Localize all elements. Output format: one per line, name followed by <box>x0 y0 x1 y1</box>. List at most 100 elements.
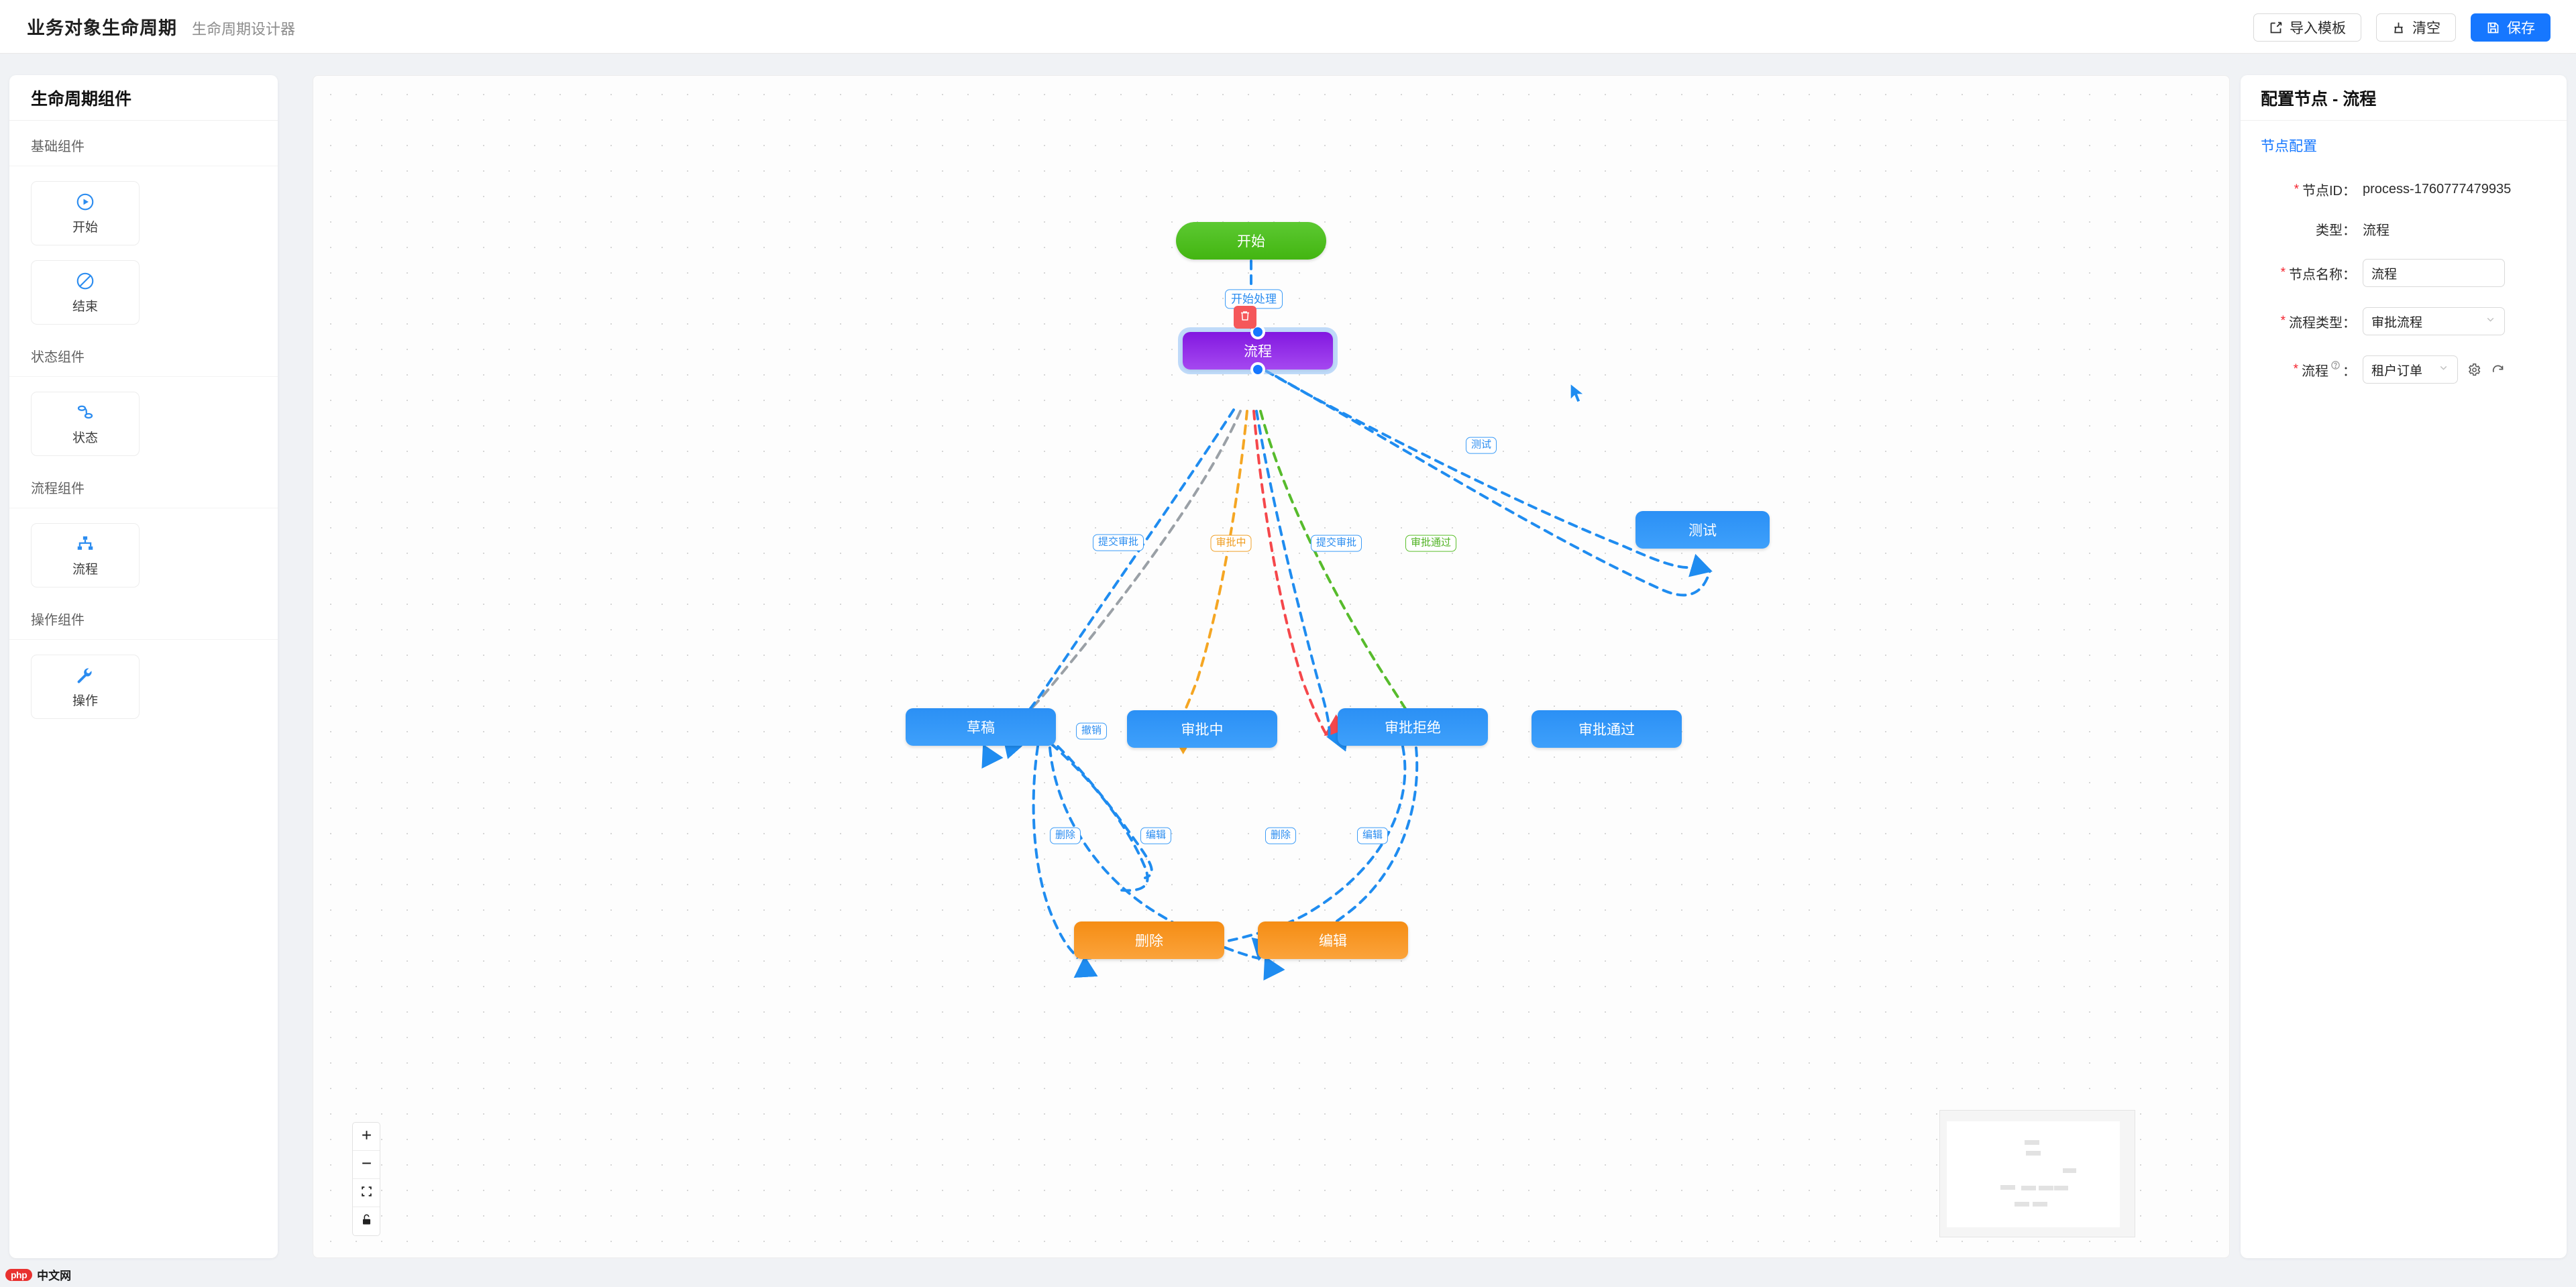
required-mark: * <box>2280 314 2286 328</box>
question-circle-icon[interactable] <box>2330 360 2341 370</box>
process-type-label-text: 流程类型： <box>2289 315 2356 331</box>
wrench-icon <box>75 665 95 685</box>
header-title-group: 业务对象生命周期 生命周期设计器 <box>27 13 295 40</box>
field-process: * 流程 ： 租户订单 <box>2241 355 2567 384</box>
flow-node-process[interactable]: 流程 <box>1178 325 1338 377</box>
process-type-value: 审批流程 <box>2371 315 2423 330</box>
plus-icon <box>360 1129 373 1145</box>
import-template-button[interactable]: 导入模板 <box>2253 13 2361 42</box>
sidebar-group-items-basic: 开始 结束 <box>9 166 278 331</box>
chevron-down-icon <box>2485 314 2496 329</box>
zoom-in-button[interactable] <box>353 1123 380 1151</box>
sidebar-group-title-action: 操作组件 <box>9 594 278 640</box>
node-anchor-top[interactable] <box>1250 325 1265 339</box>
field-node-name-label: * 节点名称： <box>2261 264 2363 283</box>
play-circle-icon <box>75 192 95 212</box>
field-node-name: * 节点名称： <box>2241 259 2567 287</box>
edge-label[interactable]: 提交审批 <box>1310 535 1362 552</box>
field-process-label: * 流程 ： <box>2261 360 2363 380</box>
palette-item-start-label: 开始 <box>72 220 98 235</box>
process-settings-button[interactable] <box>2467 363 2481 377</box>
flow-node-pass[interactable]: 审批通过 <box>1532 710 1682 748</box>
sidebar-group-title-state: 状态组件 <box>9 331 278 377</box>
process-type-select[interactable]: 审批流程 <box>2363 307 2505 335</box>
edge-label[interactable]: 开始处理 <box>1225 289 1283 309</box>
edge-label[interactable]: 编辑 <box>1356 827 1389 844</box>
minimap-node <box>2063 1168 2076 1173</box>
node-name-label-text: 节点名称： <box>2289 267 2356 282</box>
flow-node-start[interactable]: 开始 <box>1176 222 1326 260</box>
clear-label: 清空 <box>2412 21 2440 36</box>
clear-button[interactable]: 清空 <box>2376 13 2456 42</box>
minimap-node <box>2021 1186 2036 1190</box>
palette-item-state[interactable]: 状态 <box>31 392 140 456</box>
flow-node-pending[interactable]: 审批中 <box>1127 710 1277 748</box>
watermark-text: 中文网 <box>37 1270 72 1282</box>
node-name-input[interactable] <box>2363 259 2505 287</box>
import-template-label: 导入模板 <box>2290 21 2346 36</box>
save-icon <box>2486 21 2500 35</box>
required-mark: * <box>2280 266 2286 280</box>
edge-label[interactable]: 测试 <box>1465 437 1497 454</box>
minimap-node <box>2033 1202 2047 1207</box>
flow-node-reject[interactable]: 审批拒绝 <box>1338 708 1488 746</box>
header-actions: 导入模板 清空 保存 <box>2253 13 2551 42</box>
app-header: 业务对象生命周期 生命周期设计器 导入模板 清空 <box>0 0 2576 54</box>
palette-item-action[interactable]: 操作 <box>31 655 140 719</box>
field-node-id-label: * 节点ID： <box>2261 180 2363 199</box>
panel-title: 配置节点 - 流程 <box>2241 75 2567 121</box>
flow-node-label: 测试 <box>1688 523 1717 539</box>
edge-label[interactable]: 审批中 <box>1210 535 1252 552</box>
edge-label[interactable]: 删除 <box>1049 827 1081 844</box>
sidebar-group-items-action: 操作 <box>9 640 278 726</box>
minimap[interactable] <box>1939 1110 2135 1237</box>
flow-node-delete[interactable]: 删除 <box>1074 921 1224 959</box>
sitemap-icon <box>75 534 95 554</box>
minimap-node <box>2054 1186 2068 1190</box>
field-process-type-label: * 流程类型： <box>2261 312 2363 331</box>
node-id-label-text: 节点ID： <box>2302 184 2356 199</box>
zoom-out-button[interactable] <box>353 1151 380 1179</box>
edge-label[interactable]: 删除 <box>1265 827 1297 844</box>
palette-item-process[interactable]: 流程 <box>31 523 140 587</box>
palette-item-start[interactable]: 开始 <box>31 181 140 245</box>
sidebar-group-title-basic: 基础组件 <box>9 121 278 166</box>
edge-delete-button[interactable] <box>1234 306 1256 329</box>
minimap-node <box>2025 1140 2039 1145</box>
watermark: php 中文网 <box>5 1266 71 1283</box>
state-node-icon <box>75 402 95 423</box>
flow-node-label: 审批中 <box>1181 722 1224 738</box>
node-config-link[interactable]: 节点配置 <box>2261 139 2317 154</box>
flow-node-label: 审批通过 <box>1578 722 1635 738</box>
node-anchor-bot[interactable] <box>1250 362 1265 377</box>
edge-label[interactable]: 撤销 <box>1075 722 1108 740</box>
palette-item-process-label: 流程 <box>72 562 98 577</box>
lock-button[interactable] <box>353 1207 380 1235</box>
edge-label[interactable]: 提交审批 <box>1092 534 1144 551</box>
node-config-panel: 配置节点 - 流程 节点配置 * 节点ID： process-176077747… <box>2241 75 2567 1258</box>
fit-view-button[interactable] <box>353 1179 380 1207</box>
palette-item-state-label: 状态 <box>72 431 98 445</box>
flow-node-draft[interactable]: 草稿 <box>906 708 1056 746</box>
node-id-value: process-1760777479935 <box>2363 182 2512 197</box>
sidebar-group-items-state: 状态 <box>9 377 278 463</box>
palette-item-end[interactable]: 结束 <box>31 260 140 325</box>
flow-canvas[interactable]: 开始流程测试草稿审批中审批拒绝审批通过删除编辑 开始处理测试提交审批审批中提交审… <box>313 75 2230 1258</box>
process-select[interactable]: 租户订单 <box>2363 355 2458 384</box>
import-icon <box>2269 21 2283 35</box>
broom-icon <box>2392 21 2406 35</box>
sidebar-group-items-process: 流程 <box>9 508 278 594</box>
process-value: 租户订单 <box>2371 363 2423 378</box>
edge-label[interactable]: 审批通过 <box>1405 535 1457 552</box>
process-refresh-button[interactable] <box>2491 363 2505 377</box>
refresh-icon <box>2491 365 2505 380</box>
edge-label[interactable]: 编辑 <box>1140 827 1172 844</box>
flow-node-test[interactable]: 测试 <box>1635 511 1770 549</box>
node-type-label-text: 类型： <box>2316 223 2356 238</box>
flow-node-edit[interactable]: 编辑 <box>1258 921 1408 959</box>
field-node-type-label: 类型： <box>2261 219 2363 239</box>
flow-node-label: 开始 <box>1237 234 1265 249</box>
save-button[interactable]: 保存 <box>2471 13 2551 42</box>
flow-node-label: 流程 <box>1244 344 1272 359</box>
required-mark: * <box>2294 182 2299 197</box>
